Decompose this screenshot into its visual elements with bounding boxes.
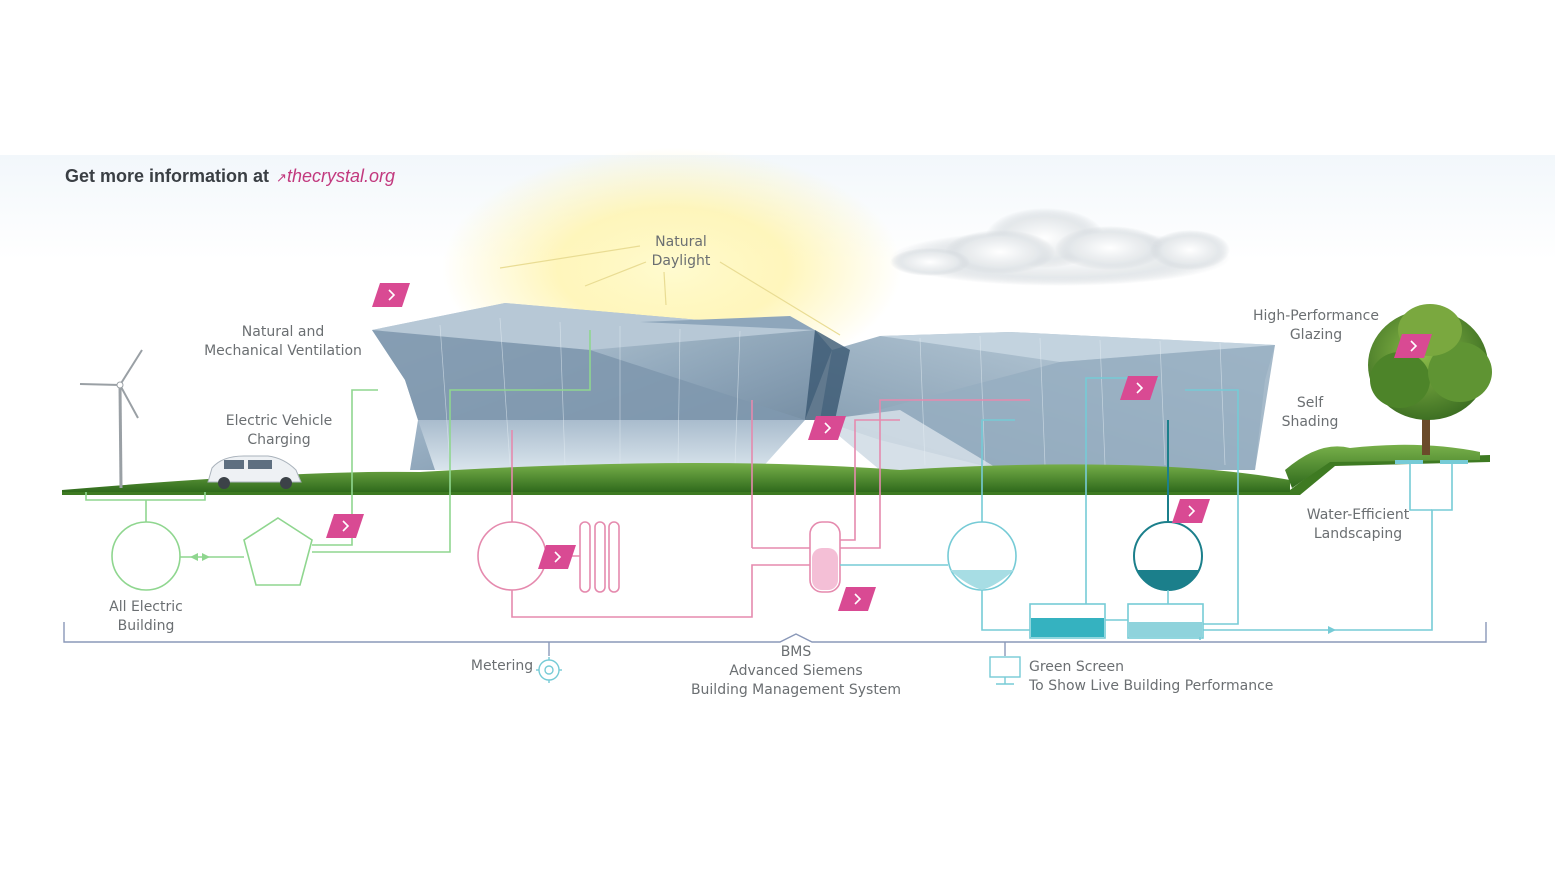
hotspot-heat-pump[interactable] xyxy=(538,545,576,569)
hotspot-ev-charging[interactable] xyxy=(326,514,364,538)
external-link-icon: ↗ xyxy=(276,170,287,185)
water-basin-fill-2 xyxy=(1129,622,1202,637)
grass-ground xyxy=(62,444,1490,495)
water-tank-fill-2 xyxy=(1136,570,1200,591)
crystal-building xyxy=(372,303,1275,470)
chevron-right-icon xyxy=(342,520,350,532)
electric-flow-arrow xyxy=(190,553,198,561)
water-basin-fill-1 xyxy=(1031,618,1104,637)
chevron-right-icon xyxy=(1136,382,1144,394)
chevron-right-icon xyxy=(554,551,562,563)
chevron-right-icon xyxy=(824,422,832,434)
hotspot-rainwater[interactable] xyxy=(1172,499,1210,523)
chevron-right-icon xyxy=(388,289,396,301)
monitor-icon xyxy=(989,656,1021,685)
hotspot-thermal-storage[interactable] xyxy=(838,587,876,611)
electric-car xyxy=(207,455,302,489)
info-header: Get more information at ↗thecrystal.org xyxy=(65,166,395,187)
hotspot-ventilation[interactable] xyxy=(372,283,410,307)
bms-bracket xyxy=(63,622,1487,656)
chevron-right-icon xyxy=(854,593,862,605)
drip-emitter-1 xyxy=(1395,460,1423,464)
info-link[interactable]: thecrystal.org xyxy=(286,166,395,186)
hotspot-glazing[interactable] xyxy=(1120,376,1158,400)
water-tank-fill-1 xyxy=(950,570,1014,590)
chevron-right-icon xyxy=(1410,340,1418,352)
heat-system-lines xyxy=(477,399,1030,618)
wind-turbine xyxy=(79,349,143,489)
hotspot-building-center[interactable] xyxy=(808,416,846,440)
metering-label: Metering xyxy=(470,658,534,674)
water-flow-arrow xyxy=(1328,626,1336,634)
hotspot-landscaping[interactable] xyxy=(1394,334,1432,358)
heat-tank-fill xyxy=(812,548,838,590)
tree xyxy=(1368,304,1492,455)
info-header-text: Get more information at xyxy=(65,166,270,186)
cloud xyxy=(890,208,1230,286)
chevron-right-icon xyxy=(1188,505,1196,517)
electric-flow-arrow-2 xyxy=(202,553,210,561)
metering-icon xyxy=(536,657,562,683)
drip-emitter-2 xyxy=(1440,460,1468,464)
